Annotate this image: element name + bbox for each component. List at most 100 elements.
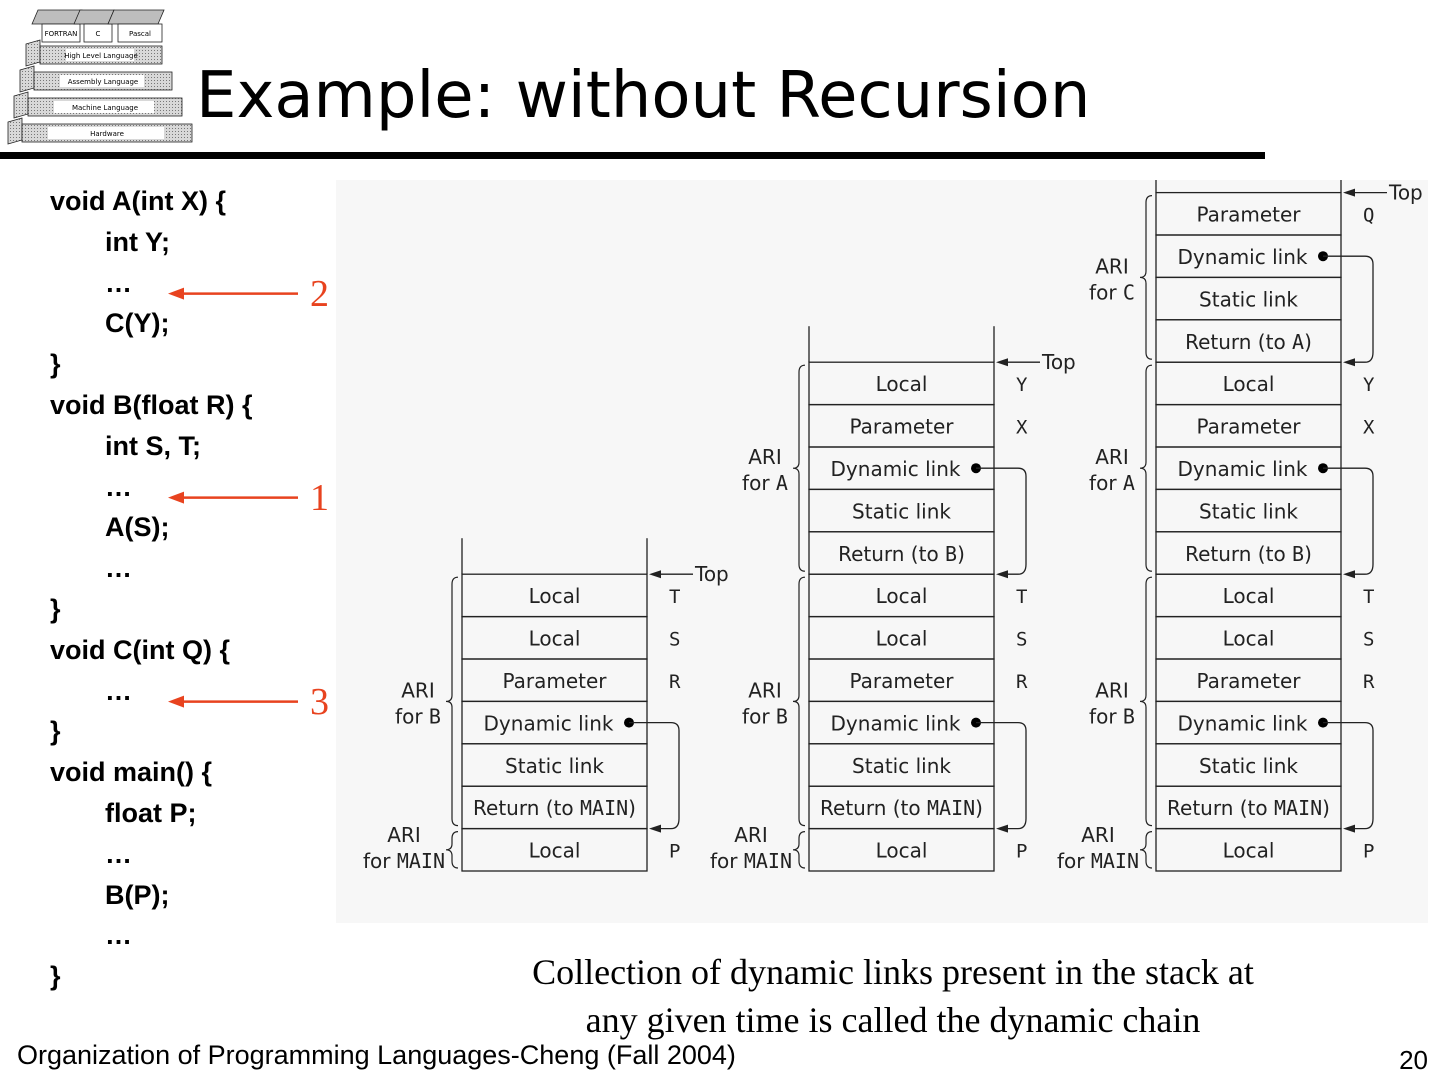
- ari-label: ARI: [387, 823, 420, 847]
- ari-cell-label: Return (to B): [838, 542, 965, 566]
- logo-layer-side: [19, 65, 35, 93]
- ari-cell-label: Static link: [852, 499, 951, 523]
- variable-name: P: [1363, 841, 1374, 863]
- ari-cell-label: Static link: [1199, 287, 1298, 311]
- dynamic-link-head: [1343, 358, 1355, 367]
- code-line: …: [105, 838, 132, 869]
- ari-cell-label: Static link: [1199, 754, 1298, 778]
- logo-tile-label: Pascal: [129, 30, 151, 38]
- code-line: int Y;: [105, 226, 170, 257]
- variable-name: Y: [1016, 374, 1028, 396]
- variable-name: P: [669, 841, 680, 863]
- ari-brace: [445, 576, 459, 827]
- code-line: }: [50, 716, 61, 747]
- dynamic-link-head: [996, 570, 1008, 579]
- ari-cell: [461, 827, 648, 872]
- code-line: …: [105, 471, 132, 502]
- dynamic-link-arrow: [1323, 255, 1374, 363]
- code-line: A(S);: [105, 512, 170, 543]
- caption-line-1: Collection of dynamic links present in t…: [532, 952, 1254, 992]
- ari-brace: [792, 576, 806, 827]
- variable-name: R: [1016, 671, 1028, 693]
- logo-tile-top: [73, 9, 115, 25]
- variable-name: Q: [1363, 205, 1374, 227]
- dynamic-link-arrow: [976, 721, 1027, 830]
- ari-for-label: for B: [395, 704, 441, 728]
- ari-cell-label: Return (to MAIN): [1167, 796, 1330, 820]
- footer-course-title: Organization of Programming Languages-Ch…: [17, 1040, 736, 1070]
- marker-arrowhead: [168, 491, 184, 504]
- marker-arrowhead: [168, 695, 184, 708]
- logo-layer-plate: [48, 127, 164, 139]
- code-line: …: [105, 675, 132, 706]
- ari-for-label: for B: [1089, 704, 1135, 728]
- logo-layer-label: Assembly Language: [68, 78, 139, 86]
- ari-cell-label: Return (to MAIN): [473, 796, 636, 820]
- code-line: …: [105, 920, 132, 951]
- title-rule: [0, 152, 1265, 159]
- logo-layer-plate: [66, 49, 134, 61]
- caption-line-2: any given time is called the dynamic cha…: [585, 1000, 1201, 1040]
- logo-tile-label: C: [96, 30, 101, 38]
- dynamic-link-head: [996, 824, 1008, 833]
- dynamic-link-arrow: [976, 467, 1027, 575]
- top-pointer-head: [996, 358, 1008, 367]
- ari-cell-label: Local: [1223, 627, 1275, 651]
- logo-tile-label: FORTRAN: [45, 30, 78, 38]
- ari-cell-label: Local: [529, 584, 581, 608]
- code-line: void A(int X) {: [50, 186, 226, 216]
- marker-label: 2: [310, 272, 329, 315]
- variable-name: R: [1363, 671, 1375, 693]
- logo-tile: [117, 23, 163, 43]
- ari-cell-label: Local: [1223, 839, 1275, 863]
- dynamic-chain-caption: Collection of dynamic links present in t…: [420, 948, 1366, 1044]
- ari-label: ARI: [748, 678, 781, 702]
- top-pointer-head: [649, 570, 661, 579]
- marker-arrows: [168, 287, 298, 708]
- dynamic-link-arrow: [1323, 467, 1374, 575]
- page-number: 20: [1399, 1045, 1428, 1075]
- logo-layer-label: High Level Language: [64, 52, 138, 60]
- variable-name: S: [1016, 629, 1027, 651]
- dynamic-link-head: [649, 824, 661, 833]
- dynamic-link-head: [1343, 570, 1355, 579]
- ari-cell-label: Local: [529, 839, 581, 863]
- ari-brace: [1139, 364, 1153, 572]
- logo-layer-label: Machine Language: [72, 104, 138, 112]
- code-line: B(P);: [105, 879, 170, 910]
- ari-cell-label: Parameter: [849, 415, 954, 439]
- ari-for-label: for MAIN: [363, 849, 445, 873]
- ari-cell-label: Return (to MAIN): [820, 796, 983, 820]
- ari-for-label: for C: [1089, 280, 1135, 304]
- ari-label: ARI: [734, 823, 767, 847]
- ari-cell-label: Dynamic link: [484, 711, 614, 735]
- variable-name: S: [1363, 629, 1374, 651]
- ari-brace: [1139, 576, 1153, 827]
- ari-cell-label: Parameter: [849, 669, 954, 693]
- variable-name: T: [1016, 586, 1027, 608]
- logo-tile-top: [107, 9, 165, 25]
- ari-cell-label: Local: [876, 839, 928, 863]
- top-label: Top: [1388, 181, 1423, 205]
- code-line: int S, T;: [105, 430, 201, 461]
- variable-name: S: [669, 629, 680, 651]
- ari-label: ARI: [748, 445, 781, 469]
- ari-cell-label: Local: [876, 584, 928, 608]
- code-line: float P;: [105, 798, 197, 828]
- ari-cell-label: Local: [1223, 372, 1275, 396]
- logo-layer-plate: [54, 101, 154, 113]
- slide-title: Example: without Recursion: [196, 59, 1091, 133]
- ari-for-label: for MAIN: [710, 849, 792, 873]
- ari-cell-label: Return (to A): [1185, 330, 1312, 354]
- dynamic-link-arrow: [1323, 721, 1374, 830]
- code-line: void B(float R) {: [50, 390, 253, 420]
- ari-cell-label: Parameter: [502, 669, 607, 693]
- top-label: Top: [694, 562, 729, 586]
- ari-brace: [1139, 831, 1153, 869]
- ari-for-label: for MAIN: [1057, 849, 1139, 873]
- ari-cell-label: Return (to B): [1185, 542, 1312, 566]
- logo-layer-plate: [60, 75, 144, 87]
- code-line: C(Y);: [105, 308, 170, 339]
